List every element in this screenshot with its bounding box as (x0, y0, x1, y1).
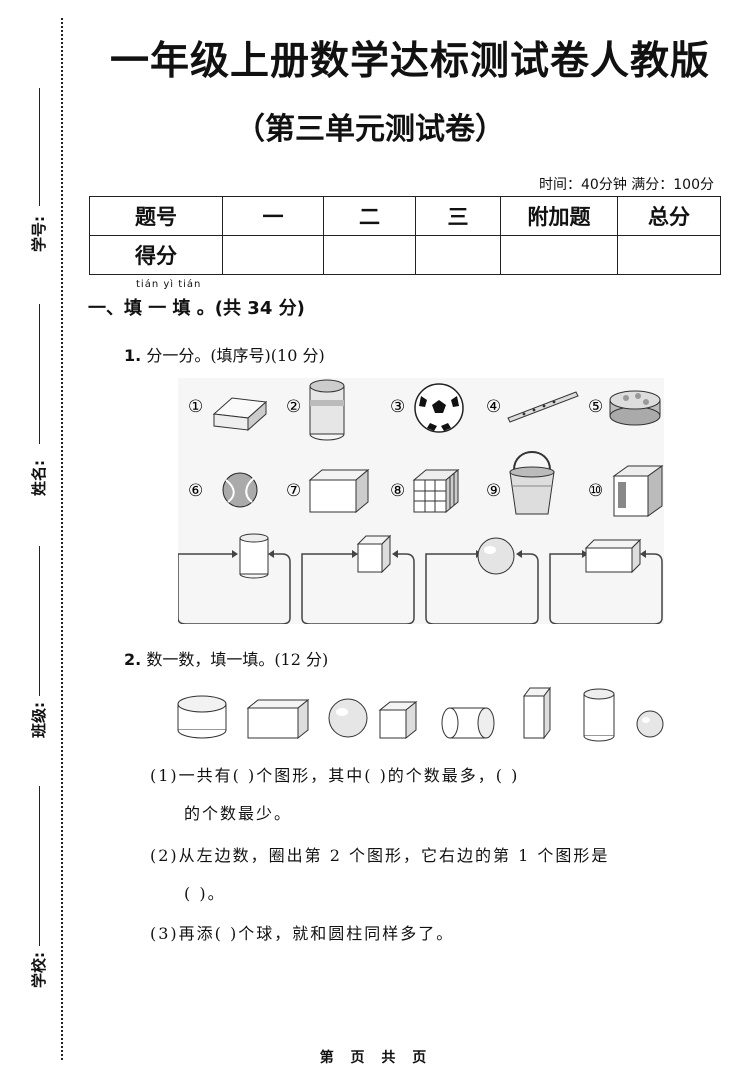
cylinder-icon (441, 707, 495, 739)
cylinder-icon (239, 533, 269, 579)
can-icon (309, 379, 345, 441)
question-1-number: 1. (124, 346, 142, 365)
item-6: ⑥ (188, 472, 258, 508)
section-heading: 一、填 一 填 。(共 34 分) (88, 298, 305, 319)
item-9: ⑨ (486, 451, 555, 515)
item-4: ④ (486, 391, 579, 423)
category-box-3 (425, 537, 539, 625)
item-number: ⑨ (486, 481, 501, 501)
time-score-info: 时间：40分钟 满分：100分 (539, 177, 714, 193)
box-icon (308, 468, 370, 514)
cuboid-icon (246, 698, 310, 740)
item-number: ⑥ (188, 481, 203, 501)
header-part-2: 二 (323, 196, 416, 236)
school-label: 学校: (29, 952, 48, 988)
student-id-label: 学号: (29, 216, 48, 252)
bucket-icon (509, 451, 555, 515)
question-1-text: 分一分。(填序号)(10 分) (146, 346, 325, 365)
tennis-ball-icon (222, 472, 258, 508)
item-number: ④ (486, 397, 501, 417)
item-2: ② (286, 379, 345, 441)
question-1-figure: ① ② ③ (177, 378, 664, 625)
item-number: ② (286, 397, 301, 417)
item-8: ⑧ (390, 468, 460, 514)
cube-icon (378, 700, 418, 740)
section-pinyin: tián yì tián (136, 279, 202, 290)
cylinder-icon (177, 695, 227, 739)
class-line (39, 546, 40, 696)
biscuit-tin-icon (609, 390, 661, 426)
sphere-icon (328, 698, 368, 738)
cuboid-icon (523, 686, 551, 740)
soccer-ball-icon (414, 383, 464, 433)
score-row-label: 得分 (89, 235, 223, 275)
question-1: 1. 分一分。(填序号)(10 分) (124, 342, 325, 366)
header-bonus: 附加题 (500, 196, 618, 236)
header-question-number: 题号 (89, 196, 223, 236)
score-cell (617, 235, 721, 275)
item-number: ① (188, 397, 203, 417)
flute-icon (507, 391, 579, 423)
category-box-4 (549, 538, 663, 625)
question-2-part-1-line-2: 的个数最少。 (184, 804, 293, 823)
category-box-2 (301, 534, 415, 625)
page-footer: 第 页 共 页 (319, 1050, 433, 1066)
cuboid-icon (584, 538, 642, 574)
score-cell (323, 235, 416, 275)
item-number: ⑦ (286, 481, 301, 501)
question-2-number: 2. (124, 650, 142, 669)
score-cell (500, 235, 618, 275)
class-label: 班级: (29, 702, 48, 738)
item-3: ③ (390, 383, 464, 433)
score-table: 题号 一 二 三 附加题 总分 得分 (89, 196, 721, 275)
question-2-part-2-line-2: ( )。 (184, 884, 226, 903)
student-id-line (39, 88, 40, 206)
question-2-part-3: (3)再添( )个球，就和圆柱同样多了。 (150, 924, 455, 943)
item-10: ⑩ (588, 465, 664, 517)
item-number: ⑤ (588, 397, 603, 417)
item-number: ⑩ (588, 481, 603, 501)
score-cell (222, 235, 324, 275)
page-subtitle: （第三单元测试卷） (235, 112, 505, 147)
item-number: ⑧ (390, 481, 405, 501)
score-table-score-row: 得分 (89, 235, 721, 275)
header-total: 总分 (617, 196, 721, 236)
sphere-icon (636, 710, 664, 738)
student-name-label: 姓名: (29, 460, 48, 496)
eraser-icon (212, 397, 268, 432)
sphere-icon (477, 537, 515, 575)
category-box-1 (177, 533, 291, 625)
school-line (39, 786, 40, 946)
item-7: ⑦ (286, 468, 370, 514)
binding-dashed-line (61, 18, 63, 1060)
item-5: ⑤ (588, 390, 661, 426)
page-title: 一年级上册数学达标测试卷人教版 (109, 39, 710, 84)
header-part-1: 一 (222, 196, 324, 236)
item-1: ① (188, 397, 268, 432)
score-table-header-row: 题号 一 二 三 附加题 总分 (89, 196, 721, 236)
question-2-part-1-line-1: (1)一共有( )个图形，其中( )的个数最多，( ) (150, 766, 520, 785)
cylinder-icon (583, 688, 615, 742)
student-name-line (39, 304, 40, 444)
question-2-figure (168, 682, 672, 746)
cube-box-icon (612, 465, 664, 517)
question-2: 2. 数一数，填一填。(12 分) (124, 646, 328, 670)
score-cell (415, 235, 501, 275)
question-2-text: 数一数，填一填。(12 分) (146, 650, 329, 669)
header-part-3: 三 (415, 196, 501, 236)
cube-icon (356, 534, 392, 574)
item-number: ③ (390, 397, 405, 417)
question-2-part-2-line-1: (2)从左边数，圈出第 2 个图形，它右边的第 1 个图形是 (150, 846, 610, 865)
rubiks-cube-icon (412, 468, 460, 514)
